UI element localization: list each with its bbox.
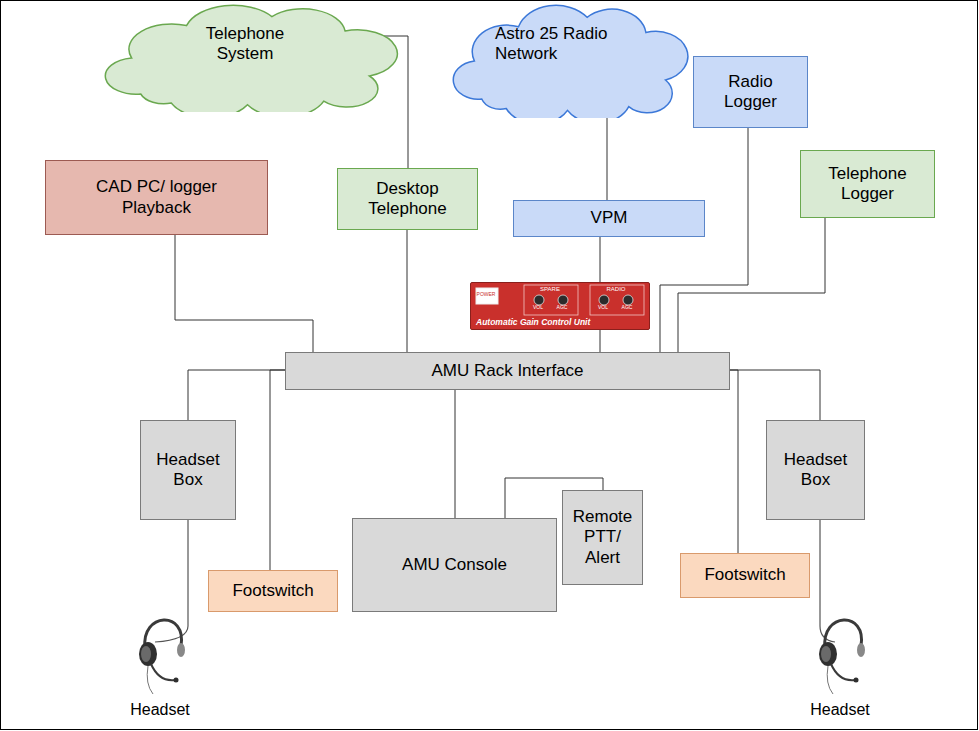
connector-line: [820, 520, 821, 606]
network-cloud: Astro 25 Radio Network: [445, 4, 690, 118]
connector-line: [600, 330, 601, 352]
network-cloud: Telephone System: [95, 4, 400, 112]
panel-label: SPARE: [524, 286, 576, 292]
box-label: Footswitch: [704, 565, 785, 585]
headset-icon: Headset: [115, 606, 205, 724]
connector-line: [600, 237, 601, 282]
box-label: Headset Box: [153, 450, 223, 491]
box-label: Desktop Telephone: [353, 179, 463, 220]
box-label: Headset Box: [781, 450, 851, 491]
connector-line: [730, 370, 738, 553]
box-label: CAD PC/ logger Playback: [89, 177, 224, 218]
box-label: Remote PTT/ Alert: [572, 507, 634, 568]
system-box: Radio Logger: [693, 56, 808, 128]
system-box: Telephone Logger: [800, 150, 935, 218]
box-label: Radio Logger: [716, 72, 786, 113]
device-box: Remote PTT/ Alert: [562, 490, 643, 585]
panel-label: AGC: [619, 305, 635, 310]
box-label: AMU Console: [402, 555, 507, 575]
connector-line: [175, 235, 313, 352]
connector-line: [678, 218, 825, 352]
footswitch-box: Footswitch: [680, 553, 810, 598]
system-box: VPM: [513, 200, 705, 237]
box-label: Automatic Gain Control Unit: [476, 317, 590, 327]
box-label: Telephone Logger: [818, 164, 918, 205]
headset-drawing: [795, 606, 885, 696]
panel-label: VOL: [530, 305, 546, 310]
panel-label: POWER: [476, 292, 496, 297]
panel-label: VOL: [595, 305, 611, 310]
device-box: Headset Box: [766, 420, 865, 520]
panel-label: RADIO: [590, 286, 642, 292]
headset-label: Headset: [795, 700, 885, 719]
interface-box: AMU Rack Interface: [285, 352, 730, 390]
connector-line: [730, 370, 820, 420]
box-label: VPM: [591, 208, 628, 228]
system-box: Desktop Telephone: [337, 168, 478, 230]
headset-drawing: [115, 606, 205, 696]
cloud-label: Telephone System: [195, 24, 295, 65]
connector-line: [270, 370, 285, 570]
cloud-outline: [445, 4, 690, 118]
connector-line: [607, 112, 608, 200]
system-box: CAD PC/ logger Playback: [45, 160, 268, 235]
console-box: AMU Console: [352, 518, 557, 612]
device-box: Headset Box: [140, 420, 236, 520]
footswitch-box: Footswitch: [208, 570, 338, 612]
connector-line: [188, 520, 189, 606]
panel-label: AGC: [554, 305, 570, 310]
headset-label: Headset: [115, 700, 205, 719]
headset-icon: Headset: [795, 606, 885, 724]
box-label: Footswitch: [232, 581, 313, 601]
connector-line: [660, 128, 748, 352]
box-label: AMU Rack Interface: [431, 361, 583, 381]
cloud-label: Astro 25 Radio Network: [495, 24, 625, 65]
connector-line: [455, 390, 456, 518]
connector-line: [407, 230, 408, 352]
